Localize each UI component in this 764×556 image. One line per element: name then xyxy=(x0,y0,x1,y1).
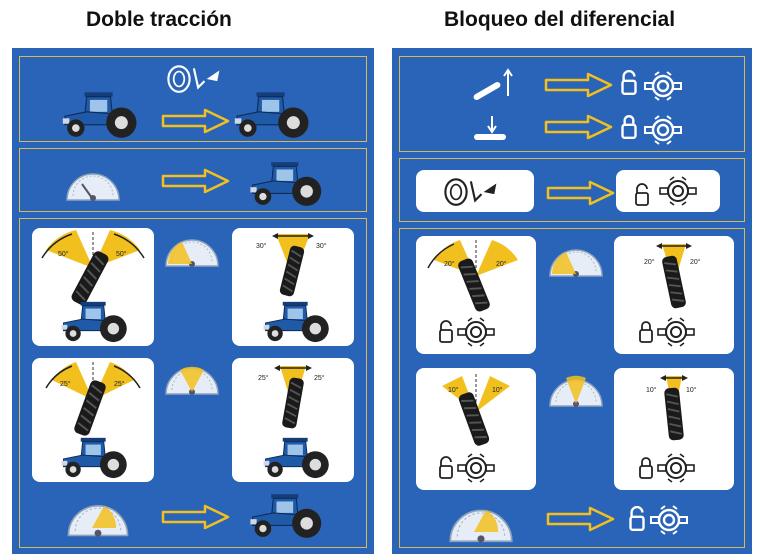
speedometer-icon xyxy=(546,375,606,410)
left-panel-title: Doble tracción xyxy=(86,8,232,31)
differential-icon xyxy=(642,114,684,146)
angle-label: 10° xyxy=(448,386,459,394)
brake-pedal-card xyxy=(416,170,534,212)
angle-label: 20° xyxy=(690,258,701,266)
speedometer-icon xyxy=(162,226,222,270)
tractor-icon xyxy=(60,88,148,140)
angle-label: 10° xyxy=(686,386,697,394)
arrow-icon xyxy=(160,108,232,134)
steering-card: 20° 20° xyxy=(614,236,734,354)
differential-icon xyxy=(648,504,690,536)
speedometer-icon xyxy=(62,490,134,540)
speedometer-icon xyxy=(162,366,222,398)
pedal-up-icon xyxy=(473,68,513,100)
right-row-brake xyxy=(399,158,745,222)
angle-label: 50° xyxy=(58,250,69,258)
left-row-speed xyxy=(19,148,367,212)
angle-label: 10° xyxy=(492,386,503,394)
tractor-icon xyxy=(248,158,332,208)
differential-icon xyxy=(642,70,684,102)
lock-open-icon xyxy=(628,506,646,532)
speedometer-icon xyxy=(62,160,124,204)
angle-label: 20° xyxy=(444,260,455,268)
arrow-icon xyxy=(546,506,616,532)
steering-card: 25° 25° xyxy=(232,358,354,482)
arrow-icon xyxy=(160,504,232,530)
speedometer-icon xyxy=(444,494,518,546)
right-panel-title: Bloqueo del diferencial xyxy=(444,8,676,31)
steering-card: 10° 10° xyxy=(416,368,536,490)
right-row-pedal xyxy=(399,56,745,152)
arrow-icon xyxy=(544,72,614,98)
pedal-down-icon xyxy=(474,116,506,140)
left-row-steering xyxy=(19,218,367,548)
lock-open-icon xyxy=(620,70,638,96)
steering-card: 20° 20° xyxy=(416,236,536,354)
angle-label: 30° xyxy=(256,242,267,250)
speedometer-icon xyxy=(546,236,606,280)
angle-label: 50° xyxy=(116,250,127,258)
angle-label: 25° xyxy=(314,374,325,382)
diff-unlock-card xyxy=(616,170,720,212)
angle-label: 10° xyxy=(646,386,657,394)
steering-card: 10° 10° xyxy=(614,368,734,490)
tractor-icon xyxy=(232,88,320,140)
steering-card: 50° 50° xyxy=(32,228,154,346)
arrow-icon xyxy=(546,180,616,206)
tractor-icon xyxy=(248,490,332,540)
angle-label: 25° xyxy=(114,380,125,388)
steering-card: 30° 30° xyxy=(232,228,354,346)
left-row-engage xyxy=(19,56,367,142)
angle-label: 30° xyxy=(316,242,327,250)
angle-label: 20° xyxy=(644,258,655,266)
right-row-steering xyxy=(399,228,745,548)
arrow-icon xyxy=(544,114,614,140)
arrow-icon xyxy=(160,168,232,194)
steering-card: 25° 25° xyxy=(32,358,154,482)
brake-pedal-icon xyxy=(160,62,232,96)
angle-label: 25° xyxy=(60,380,71,388)
angle-label: 25° xyxy=(258,374,269,382)
angle-label: 20° xyxy=(496,260,507,268)
lock-closed-icon xyxy=(620,114,638,140)
